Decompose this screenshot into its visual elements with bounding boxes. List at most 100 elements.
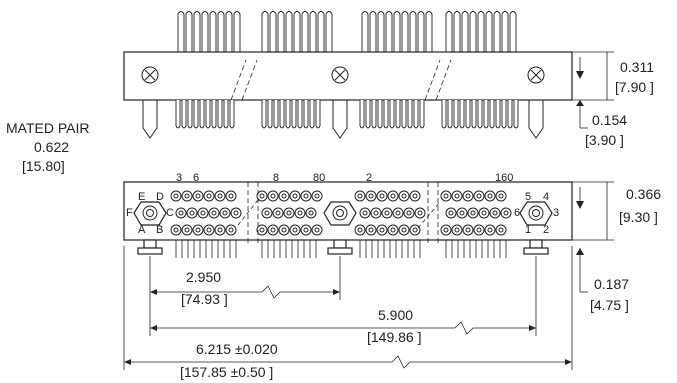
contact-ring bbox=[256, 224, 268, 236]
pin-tail bbox=[273, 100, 279, 129]
pin-tail bbox=[489, 100, 495, 129]
contact-ring bbox=[414, 207, 426, 219]
contact-hole bbox=[357, 227, 363, 233]
pin-tail bbox=[293, 11, 301, 52]
contact-ring bbox=[278, 224, 290, 236]
contact-hole bbox=[200, 210, 206, 216]
pin-tail bbox=[493, 11, 501, 52]
screw-icon bbox=[331, 66, 349, 84]
contact-ring bbox=[225, 190, 237, 202]
contact-ring bbox=[451, 190, 463, 202]
mated-pair-in: 0.622 bbox=[34, 139, 69, 155]
contact-hole bbox=[270, 193, 276, 199]
contact-hole bbox=[211, 210, 217, 216]
contact-hole bbox=[368, 193, 374, 199]
pin-tail bbox=[407, 100, 413, 129]
contact-hole bbox=[373, 210, 379, 216]
top-view bbox=[123, 11, 614, 139]
contact-ring bbox=[467, 207, 479, 219]
pin-tail bbox=[309, 100, 315, 129]
pin-tail bbox=[453, 11, 461, 52]
pin-tail bbox=[177, 11, 185, 52]
pin-tail bbox=[365, 100, 371, 129]
pin-tail bbox=[187, 100, 193, 129]
contact-ring bbox=[192, 190, 204, 202]
contact-hole bbox=[417, 210, 423, 216]
pin-tail bbox=[413, 100, 419, 129]
guide-pin bbox=[528, 100, 544, 139]
contact-hole bbox=[498, 227, 504, 233]
mated-pair-label: MATED PAIR bbox=[6, 120, 90, 136]
dim-bottom-height-mm: [9.30 ] bbox=[619, 209, 658, 225]
pin-tail bbox=[325, 11, 333, 52]
pin-tail bbox=[175, 100, 181, 129]
pin-tail bbox=[317, 11, 325, 52]
contact-number: 8 bbox=[273, 172, 279, 184]
contact-ring bbox=[181, 190, 193, 202]
row-letter: A bbox=[138, 224, 146, 236]
contact-ring bbox=[440, 190, 452, 202]
contact-ring bbox=[381, 207, 393, 219]
contact-ring bbox=[175, 207, 187, 219]
contact-ring bbox=[365, 224, 377, 236]
contact-hole bbox=[281, 227, 287, 233]
pin-tail bbox=[217, 100, 223, 129]
contact-hole bbox=[173, 193, 179, 199]
pin-tail bbox=[301, 11, 309, 52]
guide-pin bbox=[142, 100, 158, 139]
contact-hole bbox=[314, 227, 320, 233]
overall-dimension bbox=[123, 246, 573, 370]
pin-tail bbox=[309, 11, 317, 52]
contact-hole bbox=[443, 227, 449, 233]
pin-tail bbox=[441, 100, 447, 129]
contact-hole bbox=[178, 210, 184, 216]
contact-hole bbox=[454, 193, 460, 199]
contact-ring bbox=[283, 207, 295, 219]
pin-tail bbox=[501, 100, 507, 129]
pin-tail bbox=[471, 100, 477, 129]
contact-hole bbox=[465, 193, 471, 199]
left-coding-key bbox=[133, 201, 167, 226]
contact-hole bbox=[476, 227, 482, 233]
pin-tail bbox=[223, 100, 229, 129]
guide-pin bbox=[332, 100, 348, 139]
pin-tail bbox=[359, 100, 365, 129]
pin-tail bbox=[199, 100, 205, 129]
row-number: 1 bbox=[525, 224, 531, 236]
pin-tail bbox=[501, 11, 509, 52]
pin-tail bbox=[201, 11, 209, 52]
pin-tail bbox=[425, 11, 433, 52]
contact-hole bbox=[401, 193, 407, 199]
pin-tail bbox=[477, 11, 485, 52]
contact-hole bbox=[379, 227, 385, 233]
contact-hole bbox=[217, 193, 223, 199]
contact-ring bbox=[387, 190, 399, 202]
contact-ring bbox=[473, 224, 485, 236]
contact-hole bbox=[443, 193, 449, 199]
row-letter: D bbox=[156, 191, 164, 203]
contact-hole bbox=[390, 193, 396, 199]
contact-ring bbox=[376, 190, 388, 202]
contact-ring bbox=[197, 207, 209, 219]
pin-tail bbox=[361, 11, 369, 52]
contact-hole bbox=[357, 193, 363, 199]
contact-ring bbox=[289, 224, 301, 236]
contact-ring bbox=[473, 190, 485, 202]
contact-hole bbox=[384, 210, 390, 216]
contact-hole bbox=[206, 193, 212, 199]
pin-tail bbox=[369, 11, 377, 52]
contact-ring bbox=[311, 190, 323, 202]
pin-tail bbox=[483, 100, 489, 129]
right-coding-key bbox=[519, 201, 553, 226]
contact-hole bbox=[412, 227, 418, 233]
contact-hole bbox=[379, 193, 385, 199]
lower-pin-tails bbox=[175, 100, 519, 129]
pitch-full-dimension bbox=[149, 256, 537, 336]
contact-hole bbox=[297, 210, 303, 216]
contact-ring bbox=[403, 207, 415, 219]
contact-ring bbox=[440, 224, 452, 236]
pin-tail bbox=[419, 100, 425, 129]
pin-tail bbox=[417, 11, 425, 52]
contact-hole bbox=[281, 193, 287, 199]
row-letter: C bbox=[166, 207, 174, 219]
